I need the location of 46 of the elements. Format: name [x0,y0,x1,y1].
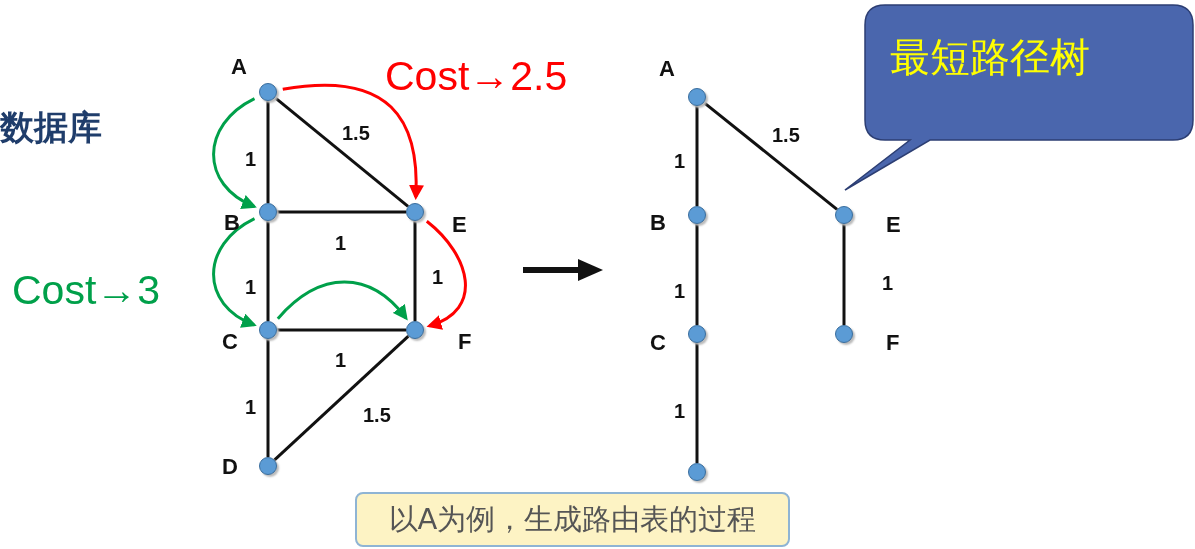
graph-node-dot [688,325,706,343]
graph-edge-line [695,343,699,463]
graph-edge-line [695,224,699,325]
path-arrow [282,83,424,200]
node-letter: B [650,212,666,234]
graph-node-dot [259,83,277,101]
graph-edge-line [266,339,270,457]
graph-node-dot [688,463,706,481]
node-letter: A [231,56,247,78]
graph-node-dot [688,88,706,106]
graph-node-dot [688,206,706,224]
callout-text: 最短路径树 [890,35,1090,79]
graph-edge-line [266,101,270,203]
node-letter: B [224,212,240,234]
node-letter: C [222,331,238,353]
graph-edge-line [274,96,409,208]
graph-edge-line [703,101,838,211]
graph-edge-line [277,328,406,332]
node-letter: F [458,331,472,353]
node-letter: A [659,58,675,80]
node-letter: F [886,332,900,354]
graph-edge-line [695,106,699,206]
graph-node-dot [259,457,277,475]
path-arrow [212,97,257,208]
path-arrow [212,217,257,327]
graph-node-dot [259,321,277,339]
node-letter: D [222,456,238,478]
caption-text: 以A为例，生成路由表的过程 [388,500,757,538]
graph-edge-line [266,221,270,321]
node-letter: C [650,332,666,354]
graph-node-dot [835,206,853,224]
graph-node-dot [406,321,424,339]
node-letter: E [452,214,467,236]
graph-edge-line [273,335,410,461]
node-letter: E [886,214,901,236]
graph-node-dot [259,203,277,221]
graph-edge-line [277,210,406,214]
graph-edge-line [413,221,417,321]
cost-annotation: Cost→2.5 [385,56,568,97]
graph-node-dot [835,325,853,343]
path-arrow [276,280,408,321]
cost-annotation: Cost→3 [12,270,161,311]
graph-edge-line [842,224,846,325]
path-arrow [425,220,467,329]
graph-node-dot [406,203,424,221]
caption-box [355,492,790,547]
